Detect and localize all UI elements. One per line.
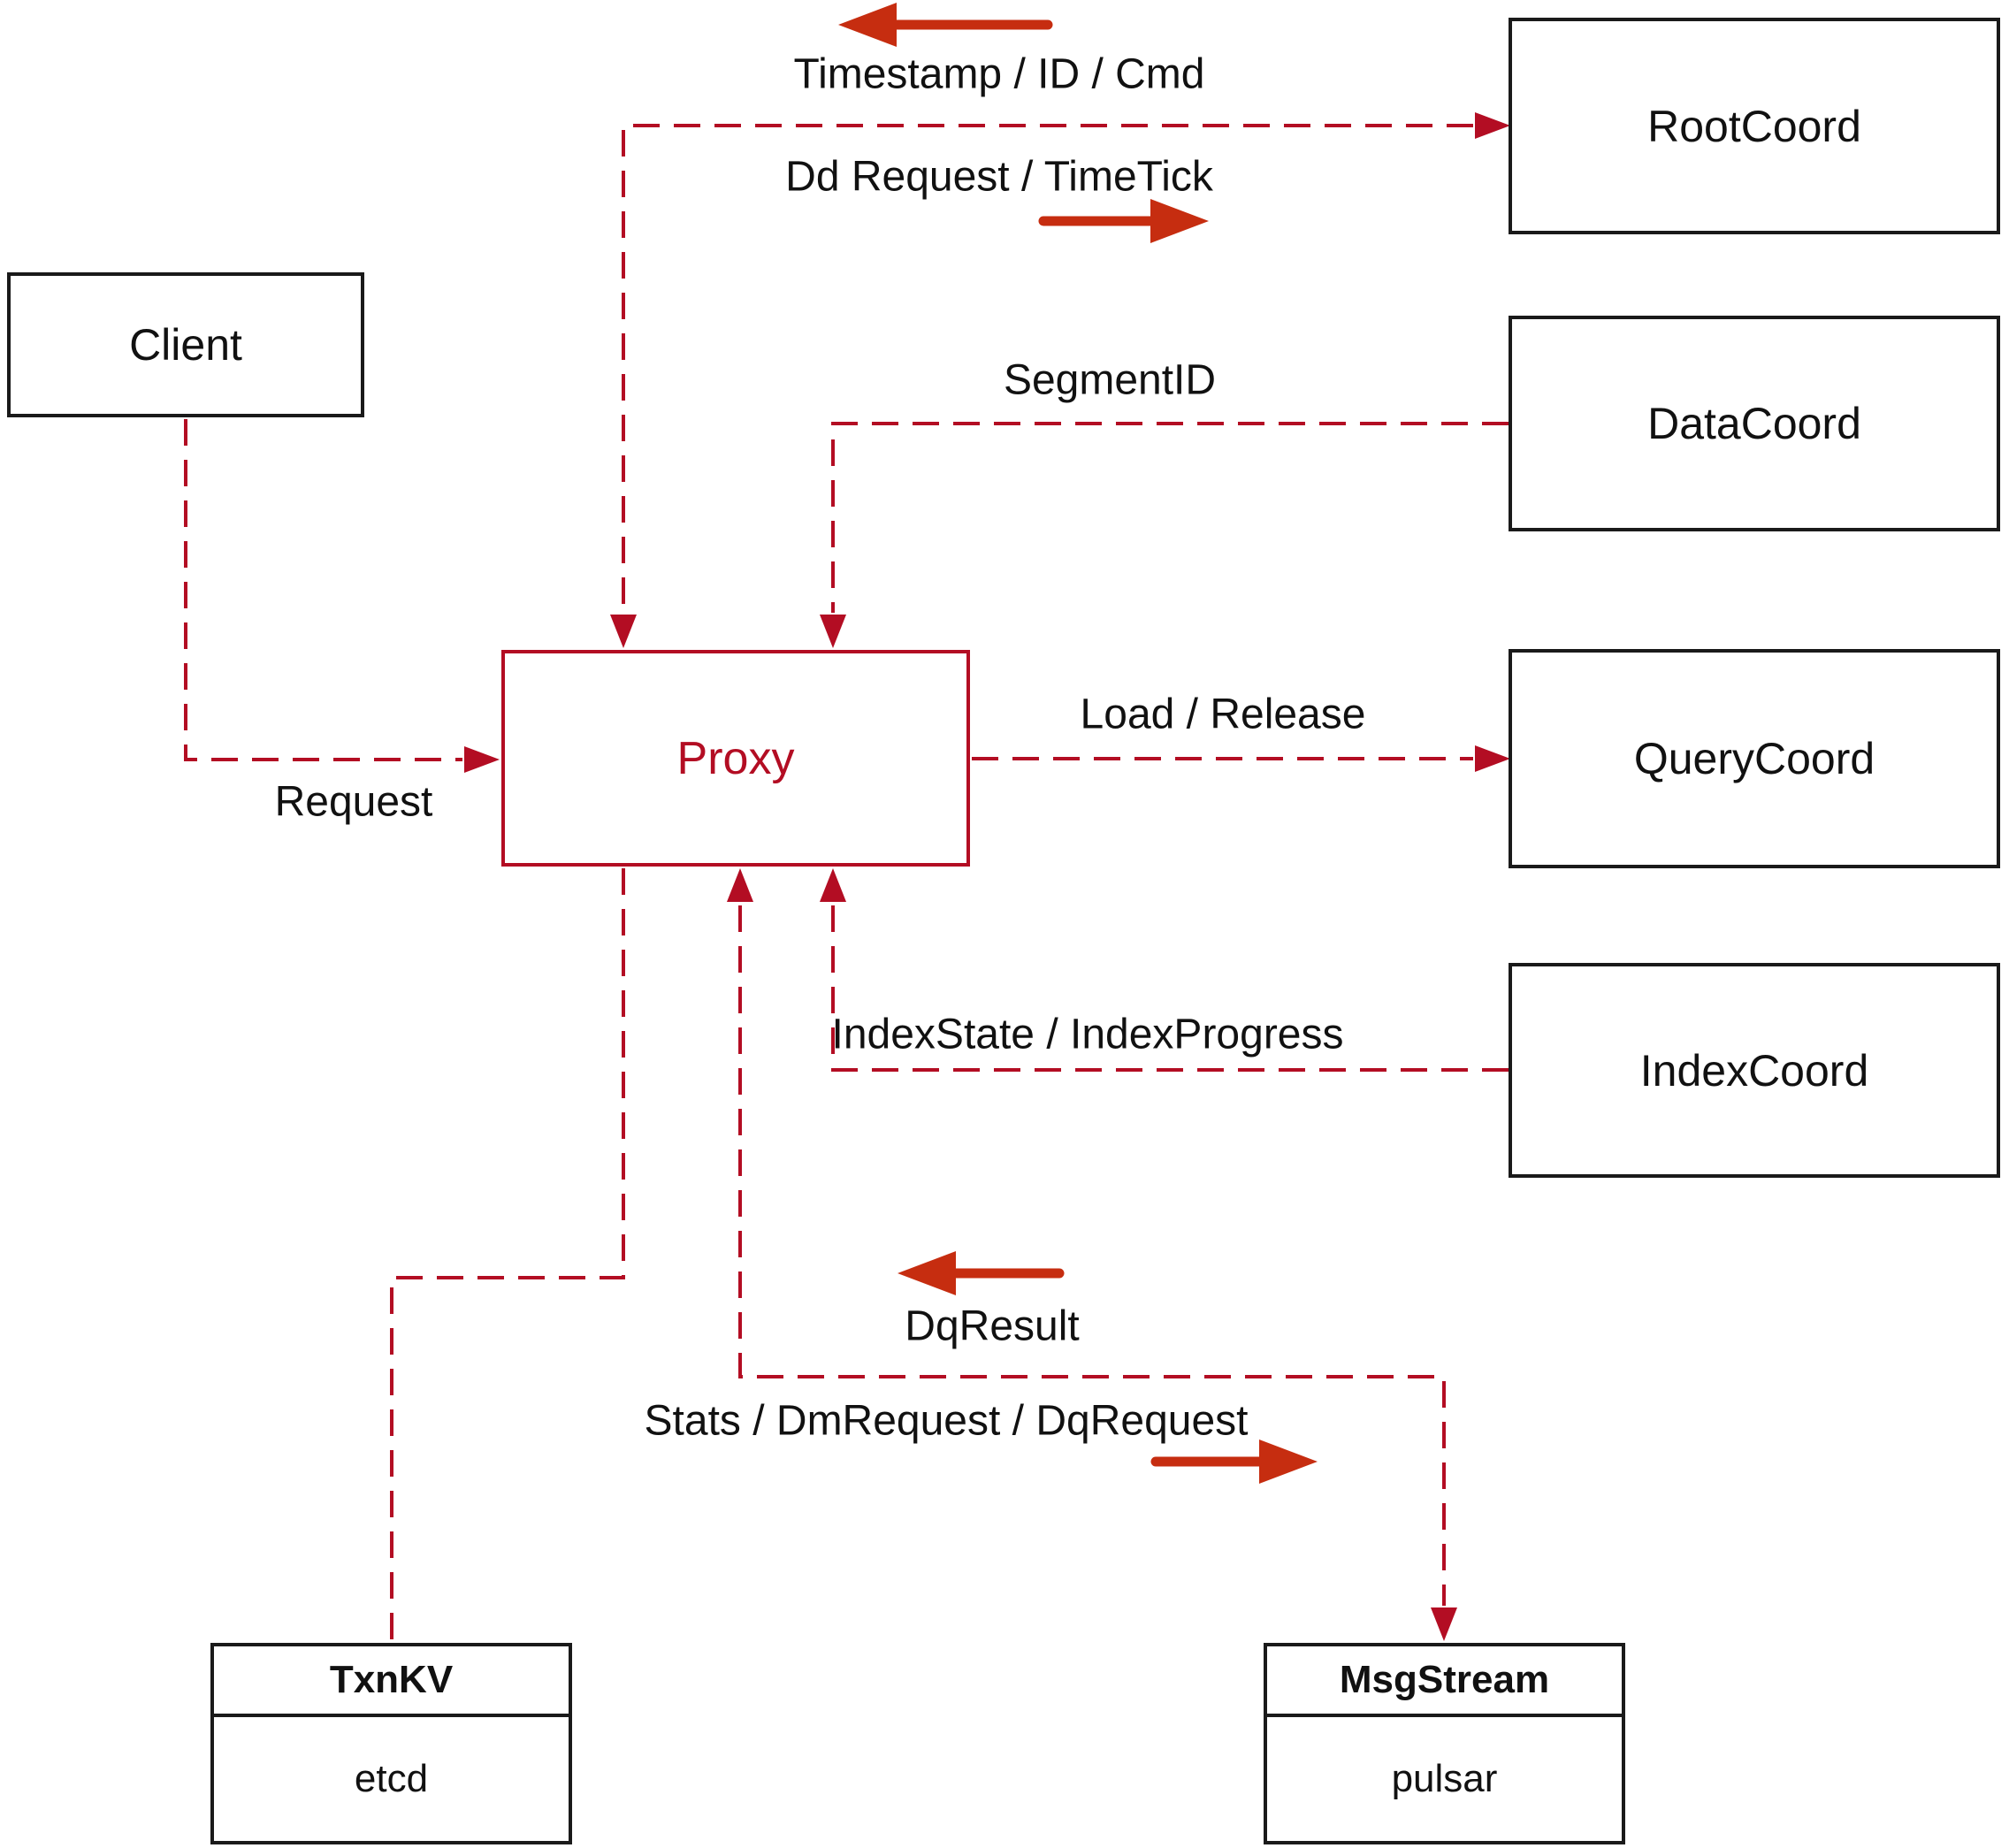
edge-indexcoord-proxy (831, 905, 1509, 1072)
arrowhead-into-proxy-bottom-middle (727, 868, 753, 902)
node-datacoord-label: DataCoord (1647, 399, 1861, 448)
edge-label-index-state: IndexState / IndexProgress (831, 1011, 1344, 1058)
flow-arrow-timestamp-left (838, 3, 1053, 47)
flow-arrow-stats-right (1150, 1439, 1318, 1484)
arrowhead-into-querycoord (1475, 745, 1510, 772)
edge-label-load-release: Load / Release (1080, 691, 1366, 738)
node-proxy: Proxy (501, 650, 970, 867)
edge-label-dd-request: Dd Request / TimeTick (785, 153, 1213, 201)
edge-label-dq-result: DqResult (905, 1302, 1080, 1350)
edge-label-stats: Stats / DmRequest / DqRequest (644, 1397, 1249, 1445)
node-proxy-label: Proxy (676, 732, 795, 784)
arrowhead-into-proxy-top-right (820, 615, 846, 648)
node-client-label: Client (129, 320, 242, 370)
edge-datacoord-proxy (831, 422, 1509, 613)
node-datacoord: DataCoord (1509, 316, 2000, 531)
node-client: Client (7, 272, 364, 417)
node-indexcoord-label: IndexCoord (1639, 1045, 1869, 1096)
arrowhead-into-proxy-bottom-right (820, 868, 846, 902)
edge-client-proxy (184, 419, 462, 761)
node-msgstream-title: MsgStream (1267, 1646, 1622, 1717)
node-rootcoord-label: RootCoord (1647, 101, 1861, 151)
flow-arrow-ddrequest-right (1038, 199, 1209, 243)
node-rootcoord: RootCoord (1509, 18, 2000, 234)
node-txnkv: TxnKV etcd (210, 1643, 572, 1844)
edge-label-timestamp: Timestamp / ID / Cmd (793, 50, 1205, 98)
node-indexcoord: IndexCoord (1509, 963, 2000, 1178)
arrowhead-into-rootcoord (1475, 112, 1510, 139)
node-querycoord-label: QueryCoord (1633, 734, 1875, 783)
arrowhead-into-proxy-left (464, 746, 500, 773)
arrowhead-into-proxy-top-left (610, 615, 637, 648)
node-txnkv-title: TxnKV (214, 1646, 569, 1717)
edge-proxy-txnkv (390, 868, 625, 1641)
edge-label-segment-id: SegmentID (1003, 356, 1217, 404)
arrowhead-into-msgstream (1431, 1607, 1457, 1641)
node-msgstream-value: pulsar (1391, 1757, 1498, 1800)
node-querycoord: QueryCoord (1509, 649, 2000, 868)
edge-label-request: Request (274, 778, 433, 826)
flow-arrow-dqresult-left (898, 1251, 1065, 1295)
edge-proxy-msgstream (738, 905, 1446, 1606)
node-txnkv-value: etcd (354, 1757, 429, 1800)
node-msgstream: MsgStream pulsar (1264, 1643, 1625, 1844)
